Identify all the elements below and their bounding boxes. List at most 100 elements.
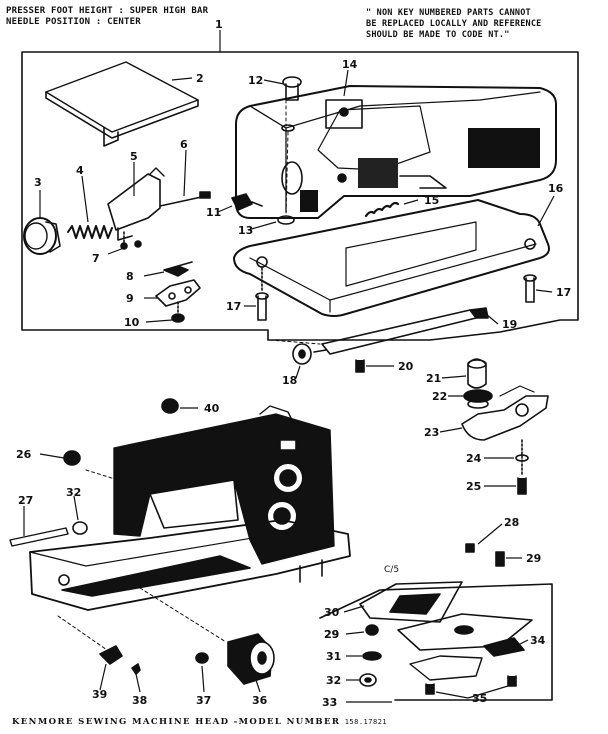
callout-29: 29 xyxy=(324,628,339,641)
washer-31 xyxy=(362,651,382,661)
screw-38 xyxy=(131,663,141,675)
callout-15: 15 xyxy=(424,194,439,207)
presser-foot-height-note: PRESSER FOOT HEIGHT : SUPER HIGH BAR xyxy=(6,6,209,16)
slide-plate-34 xyxy=(397,613,533,657)
callout-3: 3 xyxy=(34,176,42,189)
screw-25 xyxy=(517,439,527,495)
callout-2: 2 xyxy=(196,72,204,85)
plate-code-note: C/5 xyxy=(384,565,399,575)
callout-21: 21 xyxy=(426,372,441,385)
callout-39: 39 xyxy=(92,688,107,701)
callout-17: 17 xyxy=(226,300,241,313)
callout-33: 33 xyxy=(322,696,337,709)
leader-lines xyxy=(23,30,555,703)
bobbin-hook-21 xyxy=(467,358,487,389)
nut-32-right xyxy=(359,673,377,687)
callout-36: 36 xyxy=(252,694,268,707)
callout-22: 22 xyxy=(432,390,447,403)
plate-group-outline xyxy=(319,583,553,701)
callout-11: 11 xyxy=(206,206,221,219)
callout-28: 28 xyxy=(504,516,519,529)
callout-13: 13 xyxy=(238,224,253,237)
callout-7: 7 xyxy=(92,252,100,265)
callout-numbers: 1234567891011121314151617171819202122232… xyxy=(16,18,571,709)
top-cover-plate xyxy=(45,61,199,147)
callout-5: 5 xyxy=(130,150,138,163)
callout-16: 16 xyxy=(548,182,564,195)
screw-17-left xyxy=(255,267,269,321)
callout-26: 26 xyxy=(16,448,32,461)
needle-plate-30 xyxy=(359,581,463,623)
spring-4 xyxy=(67,225,113,239)
screw-12 xyxy=(282,76,302,101)
pin-7 xyxy=(159,191,211,207)
knob-37 xyxy=(195,652,209,664)
lever-8 xyxy=(163,261,193,277)
screw-28 xyxy=(465,543,475,553)
knob-3 xyxy=(23,217,61,255)
needle-position-note: NEEDLE POSITION : CENTER xyxy=(6,17,141,27)
footer-caption: KENMORE SEWING MACHINE HEAD -MODEL NUMBE… xyxy=(12,717,387,727)
callout-10: 10 xyxy=(124,316,140,329)
shaft-19 xyxy=(313,307,489,355)
cap-40 xyxy=(161,398,179,414)
base-pan xyxy=(233,199,550,317)
callout-25: 25 xyxy=(466,480,481,493)
screw-29-lower xyxy=(365,624,379,636)
callout-18: 18 xyxy=(282,374,297,387)
hook-carrier-23 xyxy=(461,385,549,441)
parts-note-line-1: " NON KEY NUMBERED PARTS CANNOT xyxy=(366,8,531,18)
callout-6: 6 xyxy=(180,138,188,151)
callout-29: 29 xyxy=(324,628,339,641)
header-notes-left: PRESSER FOOT HEIGHT : SUPER HIGH BAR NEE… xyxy=(6,6,208,28)
callout-27: 27 xyxy=(18,494,33,507)
callout-37: 37 xyxy=(196,694,211,707)
callout-38: 38 xyxy=(132,694,147,707)
callout-40: 40 xyxy=(204,402,220,415)
parts-note-line-2: BE REPLACED LOCALLY AND REFERENCE xyxy=(366,19,542,29)
screw-10 xyxy=(171,301,185,323)
callout-9: 9 xyxy=(126,292,134,305)
cap-26 xyxy=(63,450,81,466)
callout-23: 23 xyxy=(424,426,439,439)
spring-plate-35 xyxy=(409,655,517,695)
callout-1: 1 xyxy=(215,18,223,31)
callout-17: 17 xyxy=(556,286,571,299)
plug-11 xyxy=(231,193,263,211)
callout-14: 14 xyxy=(342,58,358,71)
foot-39 xyxy=(99,645,123,665)
callout-35: 35 xyxy=(472,692,487,705)
callout-4: 4 xyxy=(76,164,84,177)
screw-20 xyxy=(355,359,365,373)
screw-29-top xyxy=(495,551,505,567)
washer-18 xyxy=(292,343,312,365)
model-number: 158.17821 xyxy=(344,718,388,726)
gear-22 xyxy=(463,389,493,409)
screw-17-right xyxy=(523,274,537,303)
callout-32: 32 xyxy=(326,674,341,687)
top-group-outline xyxy=(21,51,579,341)
footer-title: KENMORE SEWING MACHINE HEAD -MODEL NUMBE… xyxy=(12,717,341,727)
lever-9 xyxy=(155,279,201,307)
callout-30: 30 xyxy=(324,606,340,619)
callout-20: 20 xyxy=(398,360,414,373)
callout-29: 29 xyxy=(526,552,541,565)
screws-6 xyxy=(120,231,142,250)
nut-32-left xyxy=(72,521,88,535)
machine-head xyxy=(113,405,335,565)
handwheel-36 xyxy=(227,633,275,685)
arm-housing xyxy=(235,85,557,219)
washer-13-top xyxy=(281,124,295,132)
callout-19: 19 xyxy=(502,318,517,331)
callout-32: 32 xyxy=(66,486,81,499)
rod-27 xyxy=(9,527,69,547)
callout-31: 31 xyxy=(326,650,341,663)
callout-34: 34 xyxy=(530,634,546,647)
header-notes-right: " NON KEY NUMBERED PARTS CANNOT BE REPLA… xyxy=(366,8,541,41)
callout-12: 12 xyxy=(248,74,263,87)
spring-15 xyxy=(364,201,400,218)
callout-24: 24 xyxy=(466,452,482,465)
callout-8: 8 xyxy=(126,270,134,283)
parts-note-line-3: SHOULD BE MADE TO CODE NT." xyxy=(366,30,510,40)
